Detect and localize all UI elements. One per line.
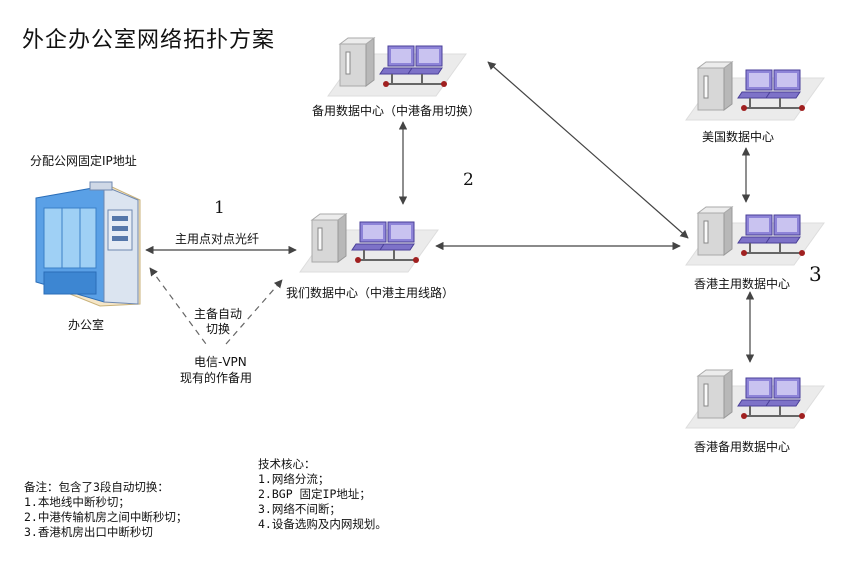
notes-block: 备注：包含了3段自动切换： 1.本地线中断秒切； 2.中港传输机房之间中断秒切；… — [24, 480, 187, 540]
tech-item: 2.BGP 固定IP地址； — [258, 487, 371, 501]
segment-number-1: 1 — [214, 198, 225, 218]
tech-block: 技术核心： 1.网络分流； 2.BGP 固定IP地址； 3.网络不间断； 4.设… — [258, 457, 387, 532]
notes-heading: 备注：包含了3段自动切换： — [24, 480, 169, 494]
office-label: 办公室 — [68, 318, 105, 332]
office-building — [35, 181, 141, 307]
tech-heading: 技术核心： — [258, 457, 316, 471]
hk-main-dc-label: 香港主用数据中心 — [694, 277, 791, 291]
page-title: 外企办公室网络拓扑方案 — [22, 28, 276, 53]
failover-label-2: 切换 — [206, 322, 231, 336]
hk-main-dc-node — [685, 206, 825, 266]
our-dc-label: 我们数据中心（中港主用线路） — [286, 286, 455, 300]
us-dc-node — [685, 61, 825, 121]
us-dc-label: 美国数据中心 — [702, 130, 775, 144]
notes-item: 1.本地线中断秒切； — [24, 495, 130, 509]
backup-to-hk-main-link — [487, 61, 689, 239]
segment-number-2: 2 — [463, 170, 474, 190]
notes-item: 3.香港机房出口中断秒切 — [24, 525, 153, 539]
hk-backup-dc-node — [685, 369, 825, 429]
fiber-label: 主用点对点光纤 — [175, 232, 260, 246]
failover-label-1: 主备自动 — [194, 307, 243, 321]
hk-backup-dc-label: 香港备用数据中心 — [694, 440, 791, 454]
tech-item: 4.设备选购及内网规划。 — [258, 517, 387, 531]
vpn-link-left — [149, 267, 207, 345]
segment-number-3: 3 — [809, 262, 822, 286]
vpn-label-2: 现有的作备用 — [180, 371, 253, 385]
tech-item: 3.网络不间断； — [258, 502, 341, 516]
notes-item: 2.中港传输机房之间中断秒切； — [24, 510, 188, 524]
vpn-link-right — [225, 279, 283, 345]
backup-dc-node — [327, 37, 467, 97]
office-ip-label: 分配公网固定IP地址 — [30, 154, 137, 168]
our-dc-node — [299, 213, 439, 273]
tech-item: 1.网络分流； — [258, 472, 330, 486]
vpn-label-1: 电信-VPN — [194, 355, 247, 369]
backup-dc-label: 备用数据中心（中港备用切换） — [312, 104, 481, 118]
